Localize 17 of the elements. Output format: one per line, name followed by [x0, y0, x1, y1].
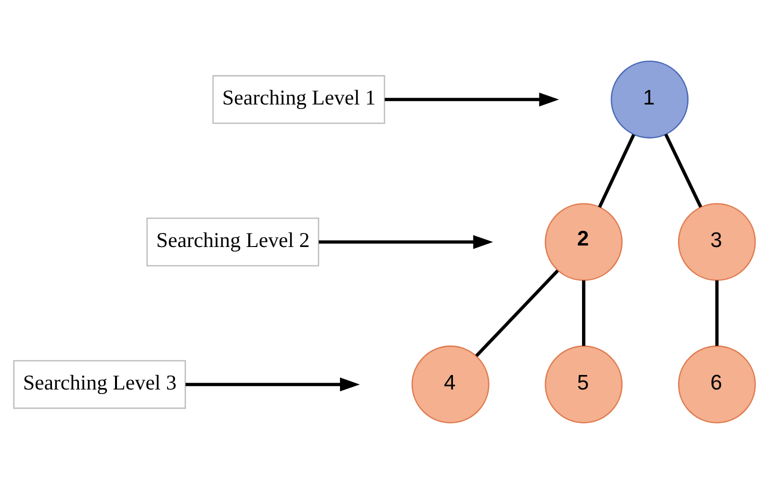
- connector: [582, 280, 586, 346]
- connector: [664, 134, 702, 208]
- node-circle: 3: [678, 203, 756, 281]
- connector: [598, 134, 636, 208]
- connector: [475, 269, 559, 358]
- connector: [715, 280, 719, 346]
- node-circle: 2: [544, 203, 623, 281]
- arrow: [186, 378, 360, 392]
- node-box: Searching Level 3: [13, 360, 186, 409]
- node-circle: 1: [610, 60, 689, 138]
- node-box: Searching Level 1: [212, 75, 386, 124]
- node-circle: 4: [412, 346, 490, 424]
- arrow: [318, 235, 494, 249]
- node-box: Searching Level 2: [146, 218, 320, 266]
- arrow: [384, 92, 559, 106]
- node-circle: 6: [678, 346, 756, 424]
- node-circle: 5: [544, 346, 623, 424]
